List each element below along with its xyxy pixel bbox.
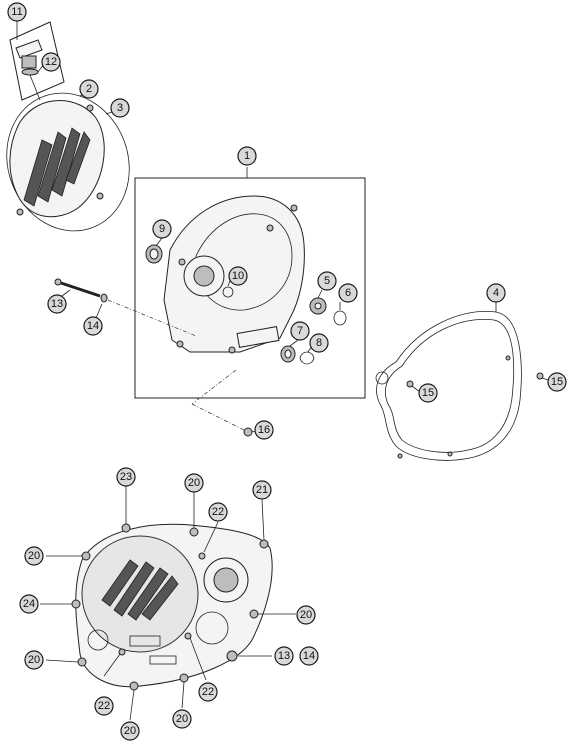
callout-20-left-top: 20 [24,546,44,566]
callout-2: 2 [79,79,99,99]
cover-mesh-disc [81,535,199,653]
bolt-16-group [191,369,259,437]
callout-13-top: 13 [47,294,67,314]
callout-22-right: 22 [198,682,218,702]
long-bolt-group [54,278,197,337]
cap-leader [29,74,41,101]
svg-text:12: 12 [45,56,57,68]
svg-text:15: 15 [422,387,434,399]
cover-gasket [376,311,522,461]
svg-text:22: 22 [212,506,224,518]
callout-11: 11 [7,2,27,22]
svg-text:11: 11 [11,6,22,18]
svg-text:20: 20 [28,654,40,666]
svg-text:2: 2 [86,83,92,95]
filler-cap-group [9,20,65,101]
callout-8: 8 [309,333,329,353]
callout-21: 21 [252,480,272,500]
svg-text:21: 21 [256,484,268,496]
callout-1: 1 [237,146,257,166]
callout-6: 6 [338,283,358,303]
svg-text:14: 14 [303,650,315,662]
filler-cap-frame [9,21,65,101]
callout-20-top: 20 [184,473,204,493]
svg-text:8: 8 [316,337,322,349]
svg-text:20: 20 [28,550,40,562]
callout-9: 9 [152,219,172,239]
drain-plug [226,650,238,662]
callout-20-bottom-right: 20 [172,709,192,729]
svg-text:15: 15 [551,376,563,388]
svg-text:9: 9 [159,223,165,235]
svg-text:22: 22 [98,700,110,712]
callout-23: 23 [116,467,136,487]
callout-24: 24 [19,594,39,614]
assembled-cover-group [40,486,296,721]
callout-14-bottom: 14 [299,646,319,666]
callout-22-left: 22 [94,696,114,716]
svg-text:14: 14 [87,320,99,332]
svg-text:20: 20 [124,725,136,737]
svg-text:10: 10 [232,270,244,282]
callout-15-left: 15 [418,383,438,403]
svg-text:13: 13 [51,298,63,310]
bolt-16 [243,427,253,437]
circlip-8 [299,351,315,365]
svg-text:4: 4 [493,287,499,299]
svg-text:5: 5 [324,275,330,287]
callout-20-left-bottom: 20 [24,650,44,670]
bearing-10 [222,286,234,298]
o-ring-6 [333,310,347,326]
svg-text:24: 24 [23,598,35,610]
svg-text:20: 20 [176,713,188,725]
gasket-ring [6,92,130,232]
filler-cap [15,39,43,59]
callout-15-right: 15 [547,372,567,392]
gasket-group [375,302,549,461]
filler-cap-stem [21,55,37,69]
callout-7: 7 [290,321,310,341]
callout-20-bottom-left: 20 [120,721,140,741]
callout-16: 16 [254,420,274,440]
svg-text:22: 22 [202,686,214,698]
callout-14-top: 14 [83,316,103,336]
svg-text:13: 13 [278,650,290,662]
svg-text:6: 6 [345,287,351,299]
assembly-box [134,177,366,399]
o-ring-small [21,68,39,76]
outer-clutch-cover-group [6,91,130,232]
callout-13-bottom: 13 [274,646,294,666]
callout-3: 3 [110,98,130,118]
washer-14 [100,293,108,303]
svg-text:1: 1 [244,150,250,162]
svg-text:23: 23 [120,471,132,483]
svg-text:20: 20 [300,609,312,621]
callout-4: 4 [486,283,506,303]
svg-text:3: 3 [117,102,123,114]
callout-10: 10 [228,266,248,286]
svg-text:16: 16 [258,424,270,436]
callout-22-top: 22 [208,502,228,522]
svg-text:20: 20 [188,477,200,489]
svg-text:7: 7 [297,325,303,337]
callout-20-right: 20 [296,605,316,625]
callout-5: 5 [317,271,337,291]
callout-12: 12 [41,52,61,72]
